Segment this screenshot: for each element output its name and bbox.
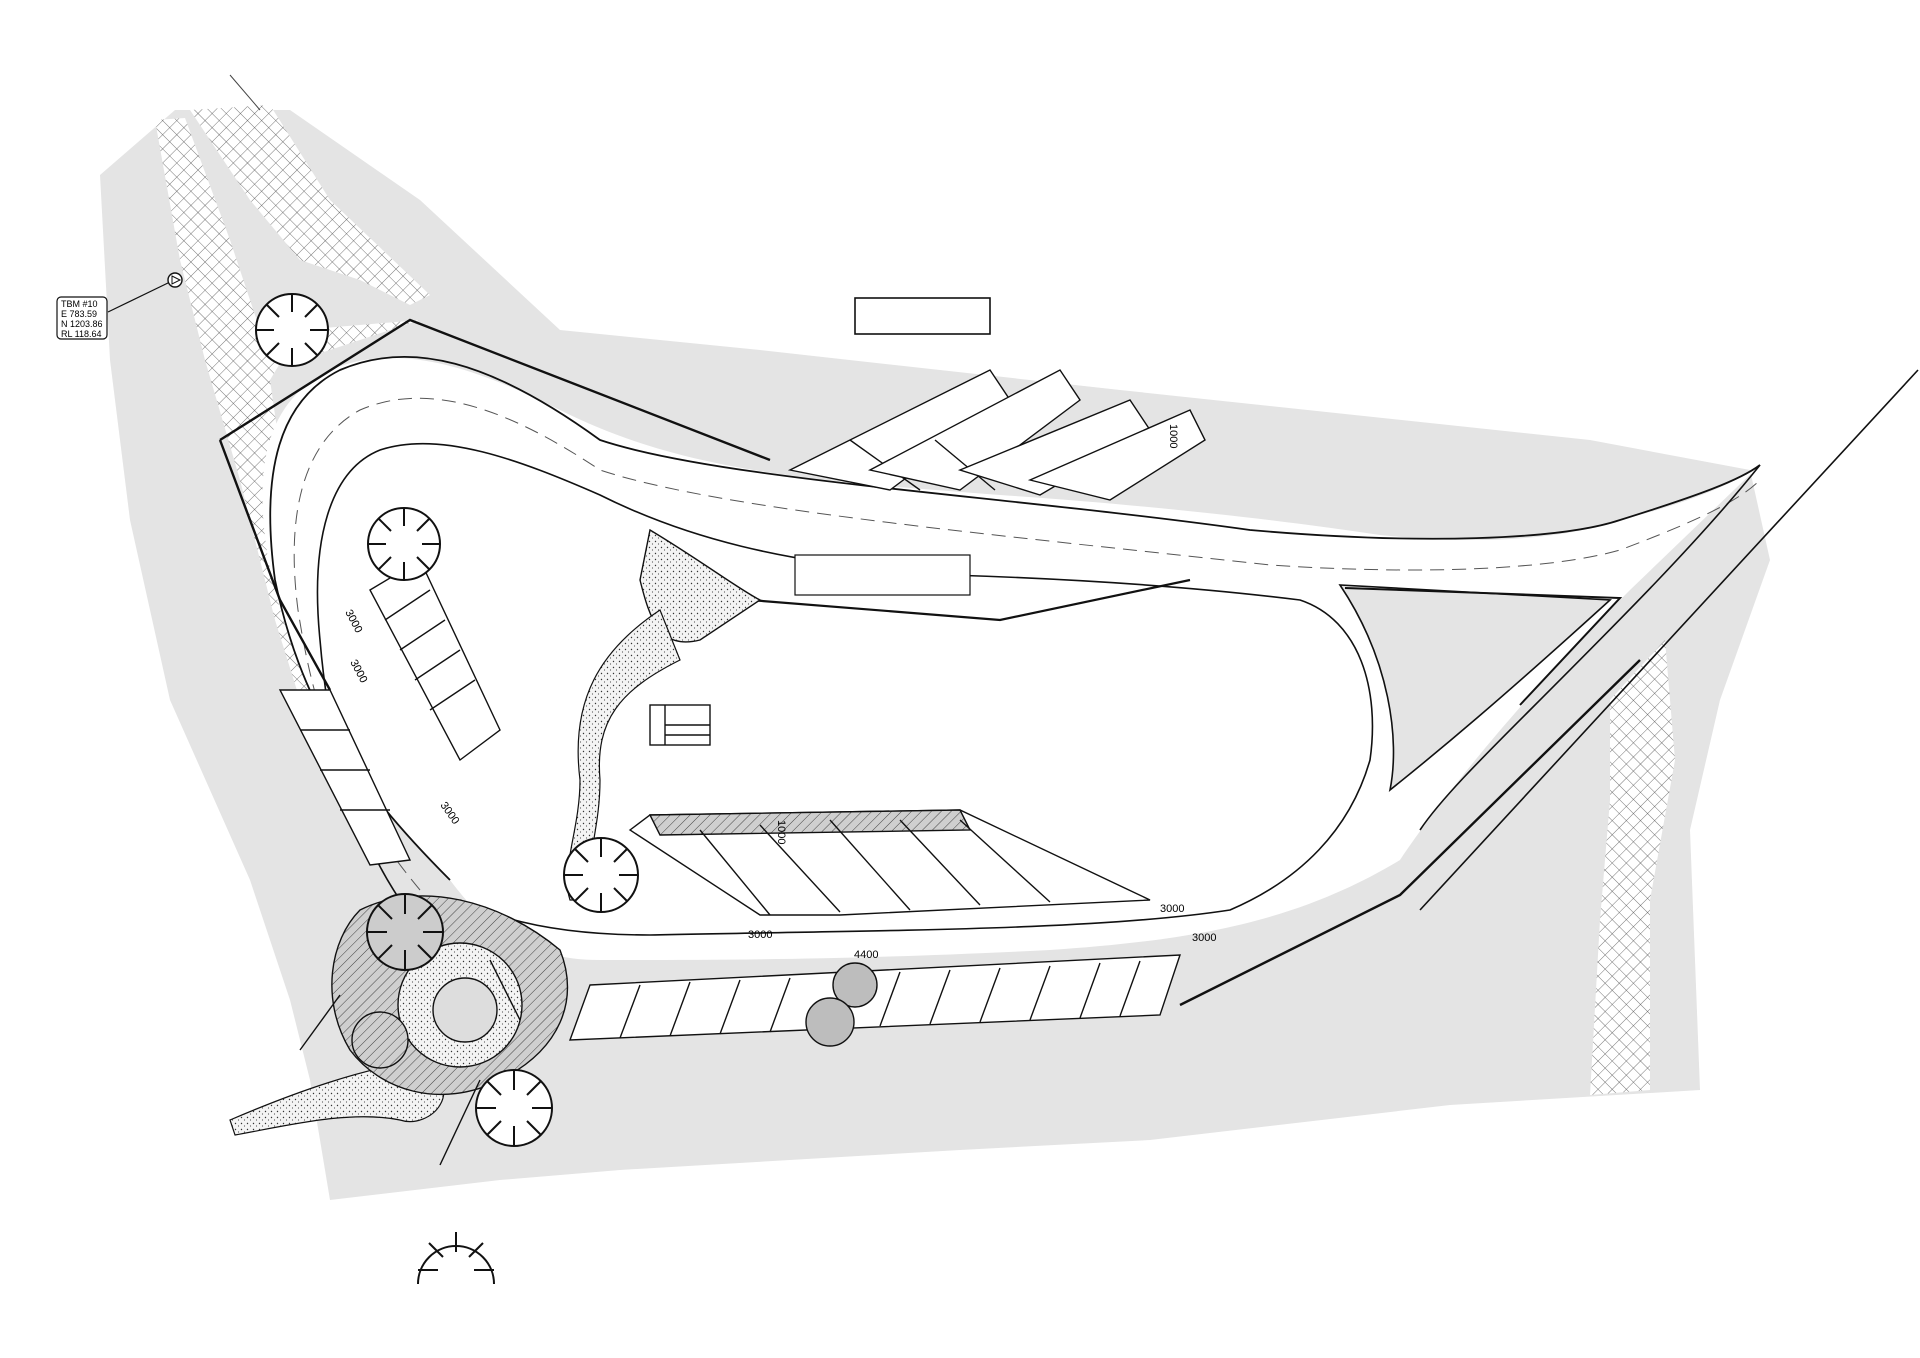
footpath-curved [566, 609, 681, 901]
dimension-road-width: 3000 [1192, 932, 1216, 944]
property-line-right [1419, 369, 1919, 911]
dimension-bay-small: 1000 [1167, 424, 1179, 448]
property-line-top-left [229, 74, 261, 111]
tree-canopy-icon [367, 507, 441, 581]
benchmark-tag: TBM #10 E 783.59 N 1203.86 RL 118.64 [56, 272, 183, 340]
kerb-south-right [1179, 659, 1641, 1007]
footpath-plaza [639, 528, 762, 643]
tree-canopy-icon [417, 1232, 495, 1285]
tree-canopy-icon [366, 893, 444, 971]
road-east-exit [1419, 464, 1761, 831]
shrub-group-centre [805, 962, 878, 1047]
trees [255, 293, 639, 1285]
kerb-left [218, 439, 332, 691]
dimension-bay-small: 1000 [775, 820, 787, 844]
benchmark-label: TBM #10 [61, 299, 98, 309]
title-label-box [854, 297, 991, 335]
benchmark-level: RL 118.64 [61, 329, 102, 339]
building-footprint [794, 554, 971, 596]
landscape-strip-top [190, 105, 430, 305]
dimension-road-width: 3000 [748, 929, 772, 941]
dimension-bay-width: 4400 [854, 949, 878, 961]
parking-bays-top [787, 369, 1206, 501]
kerb-centre-island [749, 578, 1191, 622]
tree-canopy-icon [475, 1069, 553, 1147]
tree-canopy-icon [255, 293, 329, 367]
road-centre-line [293, 397, 1761, 891]
dimension-road-width: 3000 [1160, 903, 1184, 915]
parking-bays-south [568, 954, 1181, 1041]
landscape-strip-left [155, 118, 420, 700]
benchmark-easting: E 783.59 [61, 309, 97, 319]
road-island-edge [1338, 584, 1612, 792]
kerb-triangle [1344, 587, 1623, 706]
landscape-strip-right [1590, 640, 1675, 1095]
parking-bays-centre [628, 809, 1151, 916]
steps-structure [649, 704, 711, 746]
road-loop [262, 357, 1760, 960]
benchmark-northing: N 1203.86 [61, 319, 103, 329]
kerb-top [219, 318, 771, 462]
parking-bays-left [278, 559, 501, 866]
tree-canopy-icon [563, 837, 639, 913]
road-outer-edge [269, 355, 1761, 881]
